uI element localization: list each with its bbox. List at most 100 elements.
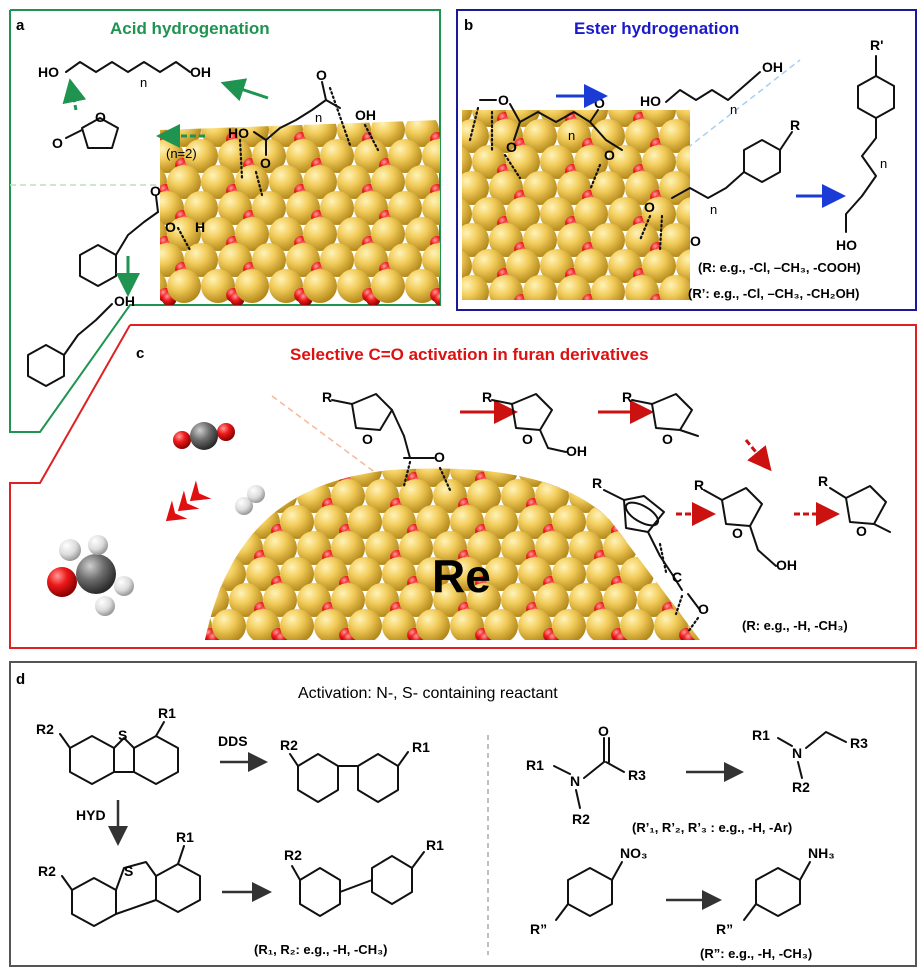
dibenzothiophene: S R1 R2	[36, 705, 179, 785]
aryl-ester: R n O O	[638, 117, 800, 252]
gold-sphere	[263, 583, 297, 617]
gold-sphere	[642, 145, 676, 179]
arrow-acid-to-diol	[220, 78, 269, 102]
gold-sphere	[506, 110, 540, 127]
gold-sphere	[654, 505, 688, 539]
panel-b-border	[456, 9, 917, 311]
amine-n: N	[792, 745, 802, 761]
red-oxygen-sphere	[701, 112, 715, 126]
gold-sphere	[552, 505, 586, 539]
panel-d-note-amide: (R’₁, R’₂, R’₃ : e.g., -H, -Ar)	[632, 820, 792, 835]
ester-o4: O	[604, 147, 615, 163]
arrow-c3	[744, 439, 772, 472]
mthf-o: O	[856, 523, 867, 539]
red-oxygen-sphere	[447, 158, 461, 172]
gold-sphere	[654, 468, 688, 487]
gold-sphere	[331, 583, 365, 617]
dbt-r1: R1	[158, 705, 176, 721]
gold-sphere	[167, 165, 201, 199]
gold-sphere	[212, 609, 246, 640]
gold-sphere	[462, 223, 489, 257]
gold-sphere	[416, 505, 450, 539]
hdbt-r2: R2	[38, 863, 56, 879]
ffa-r: R	[482, 389, 492, 405]
gold-sphere	[642, 249, 676, 283]
bch-r1: R1	[426, 837, 444, 853]
gold-sphere	[523, 223, 557, 257]
panel-d-border	[9, 661, 917, 967]
red-oxygen-sphere	[683, 527, 698, 543]
aniline: NH₃ R”	[716, 845, 835, 937]
gold-sphere	[303, 165, 337, 199]
red-oxygen-sphere	[205, 523, 218, 539]
panel-b: b Ester hydrogenation O O O O n HO n OH	[456, 9, 917, 311]
amide-r1: R1	[526, 757, 544, 773]
diol-ho-label: HO	[38, 64, 59, 80]
gold-sphere	[484, 505, 518, 539]
gold-sphere	[671, 531, 700, 565]
panel-c-note: (R: e.g., -H, -CH₃)	[742, 618, 848, 633]
arylester-n: n	[710, 202, 717, 217]
panel-b-title: Ester hydrogenation	[574, 19, 739, 38]
gold-sphere	[263, 531, 297, 565]
amine-group: NH₃	[808, 845, 835, 861]
aryl-alcohol: R' n HO	[836, 37, 895, 253]
furfural-r: R	[322, 389, 332, 405]
gold-sphere	[462, 197, 472, 231]
gold-sphere	[574, 110, 608, 127]
gold-sphere	[676, 249, 690, 283]
arylalc-ho: HO	[836, 237, 857, 253]
mf-r: R	[622, 389, 632, 405]
ffa-oh: OH	[566, 443, 587, 459]
bch-r2: R2	[284, 847, 302, 863]
gold-sphere	[303, 217, 337, 251]
gold-sphere	[523, 171, 557, 205]
amide-r2: R2	[572, 811, 590, 827]
tetrahydrofurfuryl-alcohol: R O OH	[694, 477, 797, 573]
gold-sphere	[574, 249, 608, 283]
gold-sphere	[371, 165, 405, 199]
diacid-o1: O	[260, 155, 271, 171]
gold-sphere	[280, 505, 314, 539]
amine: R1 N R3 R2	[752, 727, 868, 795]
furfural-molecule: R O O	[322, 389, 452, 492]
red-oxygen-sphere	[434, 291, 440, 305]
diolb-n: n	[730, 102, 737, 117]
gold-sphere	[167, 269, 201, 303]
lactone-o: O	[95, 109, 106, 125]
red-oxygen-sphere	[271, 471, 286, 487]
re-label: Re	[432, 550, 491, 602]
ads-r: R	[592, 475, 602, 491]
gold-sphere	[620, 609, 654, 640]
ester-o1: O	[498, 92, 509, 108]
diolb-ho: HO	[640, 93, 661, 109]
red-oxygen-sphere	[662, 497, 677, 513]
gold-sphere	[320, 139, 354, 173]
gold-sphere	[591, 119, 625, 153]
red-oxygen-sphere	[615, 475, 630, 491]
hyd-label: HYD	[76, 807, 106, 823]
gold-sphere	[506, 249, 540, 283]
gold-sphere	[462, 275, 489, 300]
n-equals-2: (n=2)	[166, 146, 197, 161]
panel-d-note-left: (R₁, R₂: e.g., -H, -CH₃)	[254, 942, 387, 957]
gold-sphere	[637, 531, 671, 565]
gold-sphere	[184, 191, 218, 225]
lactone-molecule: O O	[52, 109, 119, 151]
red-oxygen-sphere	[205, 471, 218, 487]
diol-molecule: HO n OH	[38, 61, 211, 90]
methylfuran: R O	[622, 389, 699, 447]
gold-sphere	[388, 191, 422, 225]
diol-product-b: HO n OH	[640, 59, 783, 117]
gold-sphere	[688, 505, 700, 539]
h2-molecule-icon	[235, 485, 265, 515]
arylester-o2: O	[690, 233, 701, 249]
gold-sphere	[348, 557, 382, 591]
panel-a: a Acid hydrogenation HO n OH O O (n=2) H…	[9, 9, 461, 433]
gold-sphere	[348, 609, 382, 640]
gold-sphere	[659, 119, 690, 153]
gold-sphere	[591, 223, 625, 257]
gold-sphere	[676, 145, 690, 179]
red-oxygen-sphere	[611, 471, 626, 487]
